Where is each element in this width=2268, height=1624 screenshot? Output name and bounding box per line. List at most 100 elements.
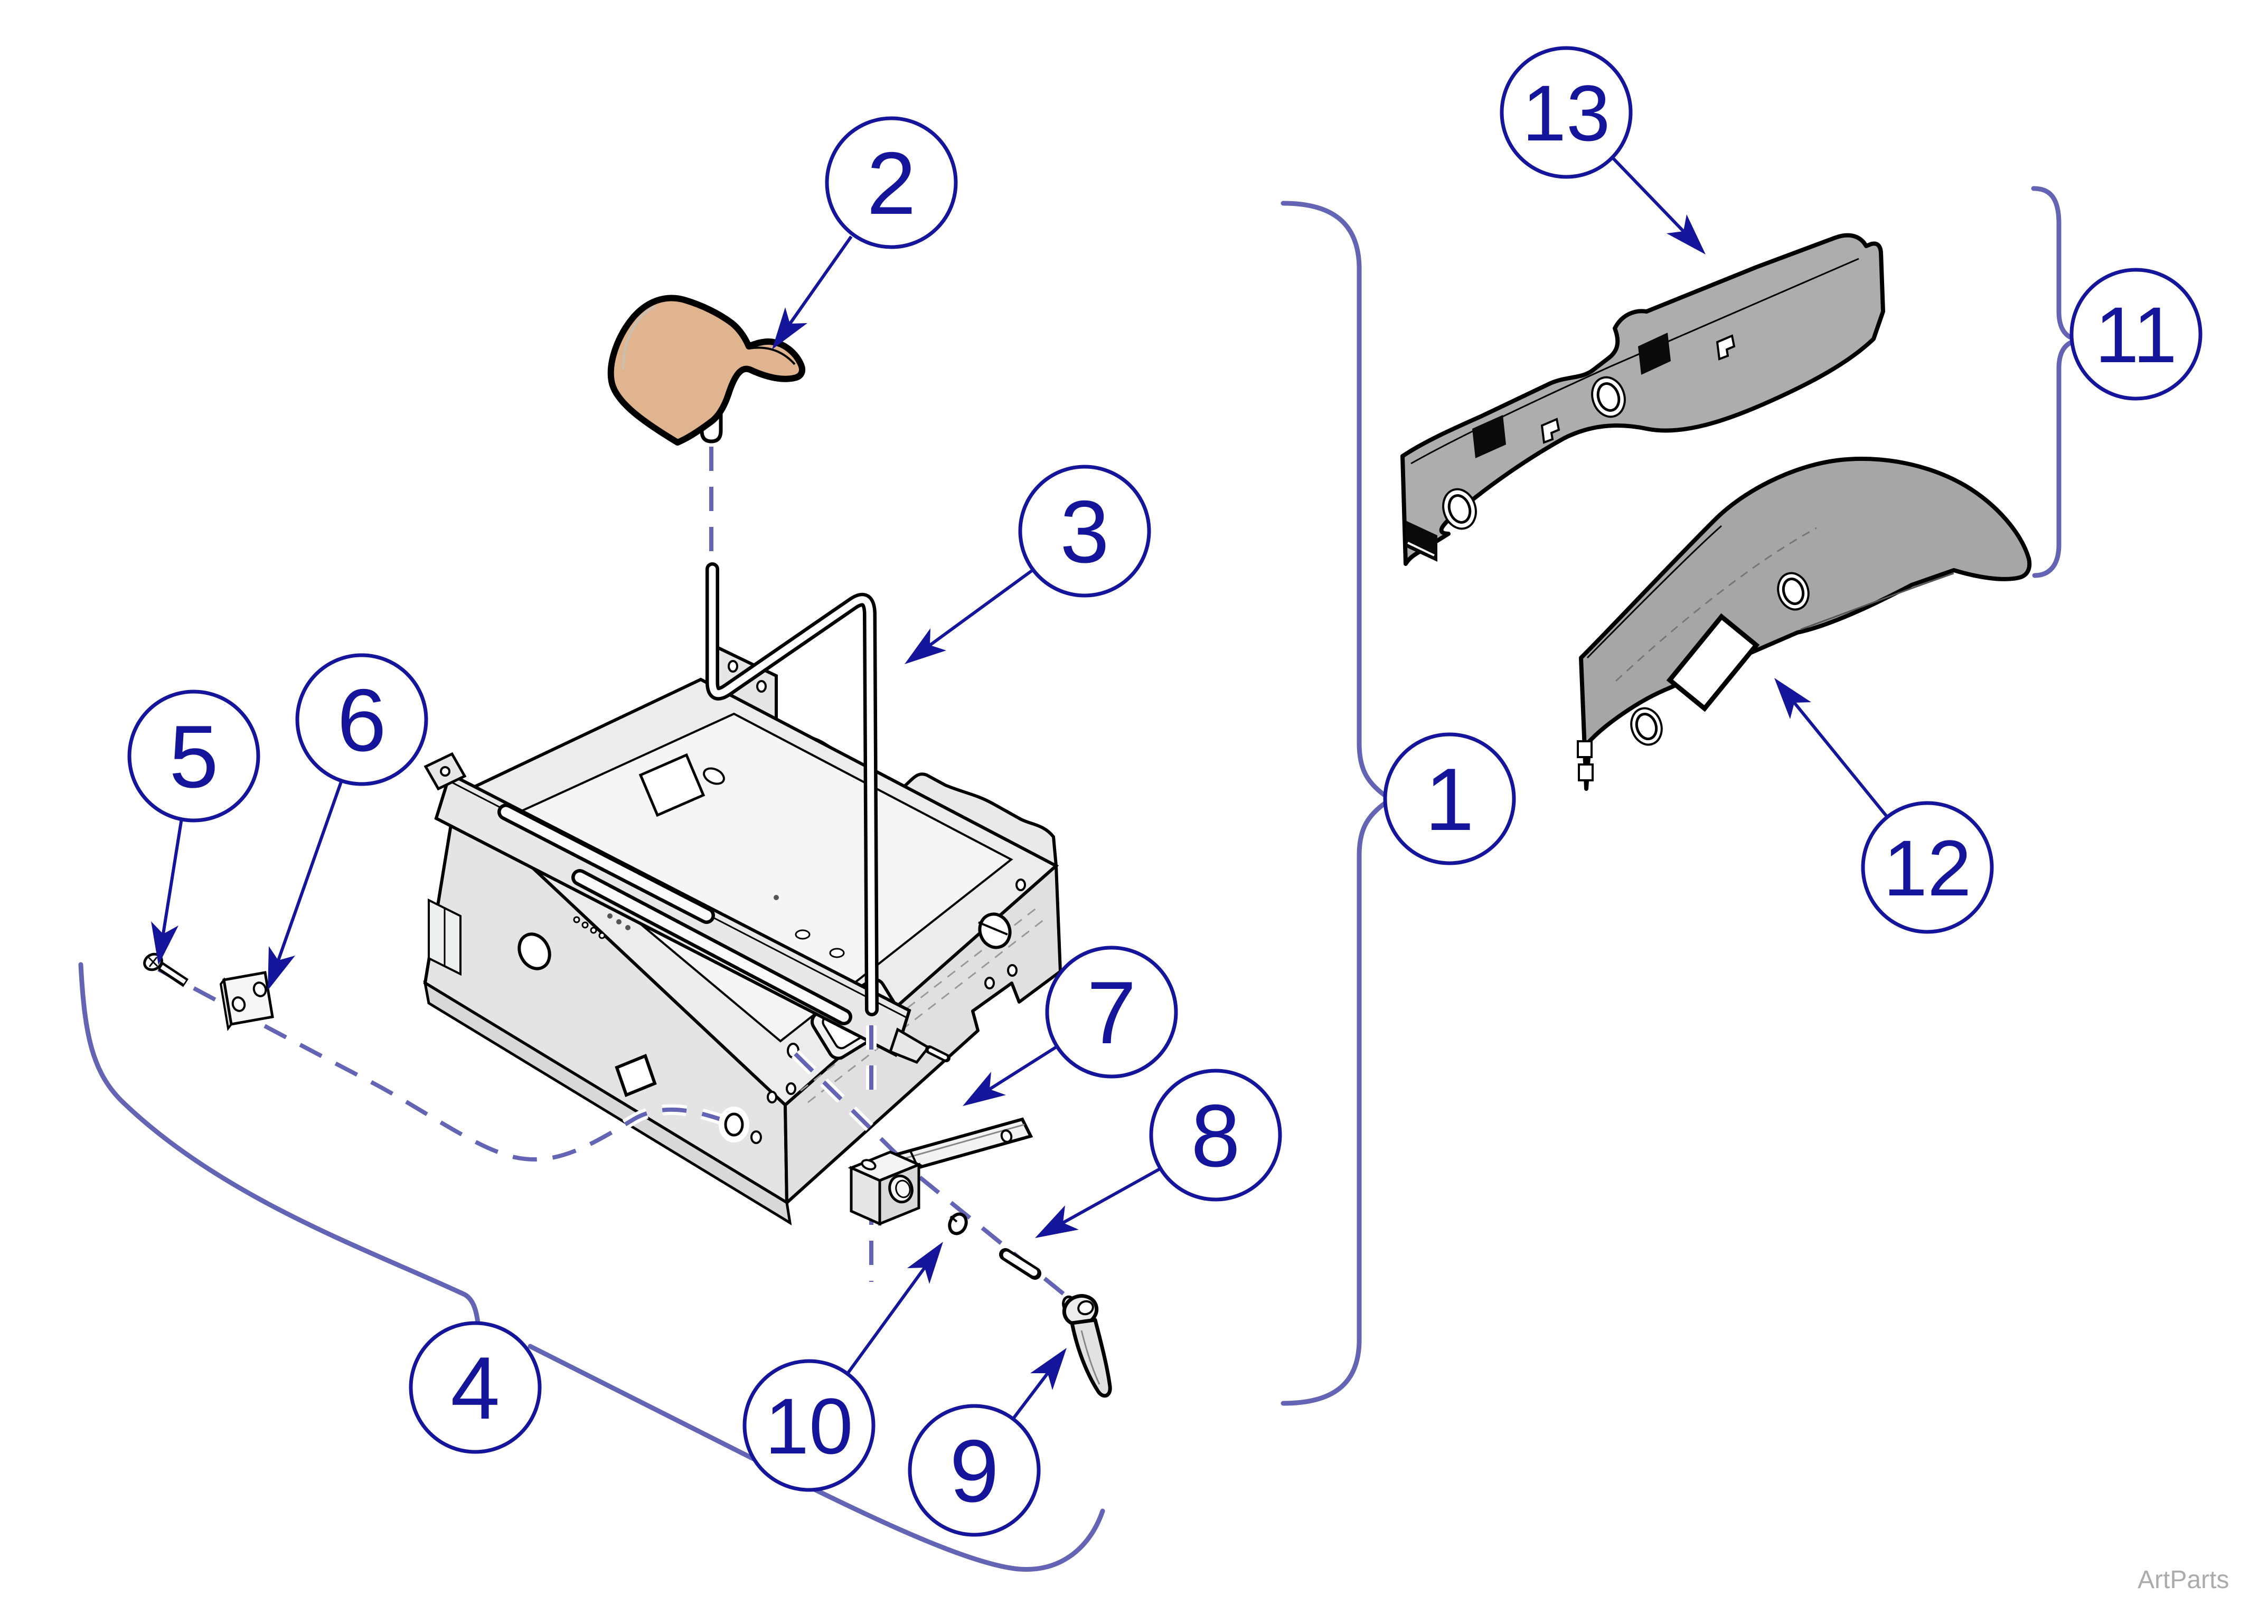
leader-4-lower: [528, 1344, 1105, 1572]
callout-6: 6: [295, 653, 428, 786]
group-bracket-11: [2031, 186, 2074, 578]
part-headrest-pad: [607, 295, 806, 446]
part-chassis-tray: [423, 645, 1062, 1225]
callout-8: 8: [1149, 1069, 1282, 1202]
callout-9: 9: [908, 1404, 1041, 1537]
block-top-hole: [861, 1159, 877, 1170]
callout-circle-1: [1383, 732, 1516, 865]
callout-label-8: 8: [1191, 1086, 1240, 1185]
panel-13-tab: [1716, 334, 1736, 361]
callout-label-2: 2: [867, 134, 916, 233]
panel-12-hole: [1782, 578, 1805, 605]
interior-details: [607, 753, 845, 958]
target-hole: [724, 1112, 744, 1137]
floor-dot: [774, 895, 779, 900]
arrowhead-6: [268, 946, 295, 990]
panel-12-edge-line: [1800, 572, 1954, 630]
target-hole-small: [750, 1130, 762, 1144]
lever-axis-dashed: [794, 1052, 1072, 1302]
lever-highlight: [1080, 1330, 1100, 1385]
block-bore-inner: [895, 1179, 911, 1198]
panel-13-tab: [1540, 418, 1560, 444]
bracket-axis-dashed: [157, 967, 731, 1162]
clip-notch: [949, 1215, 958, 1223]
flange-hole: [728, 660, 738, 673]
panel-13-clip: [1472, 415, 1506, 458]
part-panel-12: [1577, 457, 2032, 791]
rail-peg: [928, 1048, 947, 1060]
corner-clip-slot: [1407, 542, 1435, 556]
callout-circle-9: [908, 1404, 1041, 1537]
part-fastener-10: [948, 1212, 968, 1235]
plate-face: [222, 971, 274, 1026]
callout-bubbles: 1 2 3 4 5 6 7 8: [127, 46, 2203, 1537]
arrow-line-8: [1062, 1166, 1163, 1224]
panel-13-fold-line: [1410, 258, 1859, 465]
square-cutout: [615, 1054, 657, 1097]
callout-label-3: 3: [1060, 482, 1109, 581]
pilot-hole: [598, 932, 606, 939]
arrowhead-5: [151, 921, 178, 965]
callout-label-12: 12: [1884, 824, 1972, 912]
arrow-line-3: [929, 568, 1035, 647]
knockout-hole: [978, 912, 1012, 949]
callout-label-13: 13: [1522, 69, 1611, 157]
arrow-line-13: [1612, 157, 1685, 233]
floor-dot: [625, 925, 630, 930]
arrowhead-9: [1030, 1348, 1067, 1390]
floor-hole: [829, 948, 845, 958]
panel-12-seam: [1615, 527, 1817, 682]
cushion-highlight: [622, 305, 655, 370]
part-panel-13: [1400, 233, 1885, 566]
interior-oval-hole: [703, 767, 725, 785]
screw-hole: [1015, 879, 1026, 891]
part-lock-bar-7: [848, 1117, 1033, 1226]
part-headrest-rod: [705, 562, 879, 1016]
callout-11: 11: [2069, 268, 2203, 401]
arrowhead-7: [963, 1072, 1006, 1106]
cushion-edge-line: [748, 346, 796, 365]
arrowhead-13: [1667, 214, 1706, 254]
arrow-line-12: [1793, 702, 1890, 819]
panel-12-hole: [1635, 713, 1658, 740]
panel-12-body: [1579, 457, 2032, 791]
pilot-hole: [581, 921, 589, 929]
panel-12-notch: [1578, 763, 1594, 781]
screw-hole: [767, 1091, 777, 1103]
callout-label-11: 11: [2095, 290, 2177, 379]
part-lever-9: [1062, 1294, 1112, 1398]
callout-circle-5: [127, 690, 260, 823]
callout-13: 13: [1500, 46, 1633, 179]
slotted-rail: [424, 752, 951, 1064]
panel-12-cutout: [1666, 613, 1760, 712]
bar-hole: [1000, 1129, 1013, 1143]
rail-slot: [501, 807, 712, 921]
callout-5: 5: [127, 690, 260, 823]
group-bracket-1: [1281, 201, 1387, 1406]
callout-12: 12: [1861, 801, 1994, 934]
arrow-line-5: [162, 818, 183, 934]
watermark: ArtParts: [2138, 1566, 2229, 1594]
part-pin-8: [999, 1248, 1041, 1280]
plate-hole: [231, 996, 246, 1012]
rod-fill: [709, 565, 876, 1013]
callout-circle-10: [742, 1359, 876, 1492]
callout-circle-7: [1045, 946, 1178, 1079]
panel-13-clip: [1638, 333, 1671, 375]
arrowhead-8: [1035, 1205, 1079, 1238]
knockout-chord: [978, 921, 1008, 936]
rail-slot: [575, 872, 849, 1022]
part-clamp-plate-6: [219, 971, 274, 1031]
callout-7: 7: [1045, 946, 1178, 1079]
panel-12-fold-line: [1586, 525, 1722, 659]
interior-cutout: [638, 753, 705, 817]
left-face-hole: [517, 932, 551, 970]
flange-hole: [756, 680, 767, 693]
callout-label-10: 10: [765, 1382, 853, 1470]
arrow-line-9: [1011, 1372, 1049, 1420]
callout-circle-4: [409, 1321, 542, 1454]
rail-tab-hole: [440, 766, 450, 777]
callout-circle-11: [2069, 268, 2203, 401]
screw-hole: [984, 977, 995, 989]
